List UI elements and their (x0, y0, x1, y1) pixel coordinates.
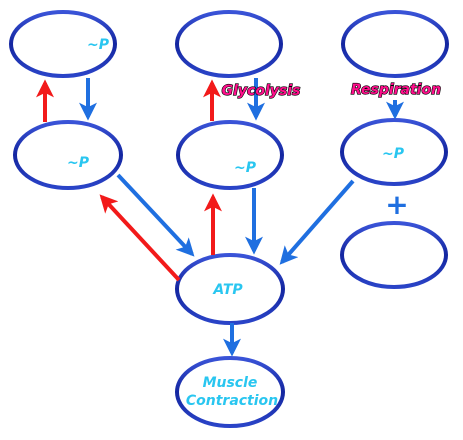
node-top-left: ~P (9, 10, 117, 78)
node-mid-left: ~P (13, 120, 123, 190)
node-atp: ATP (175, 253, 285, 325)
node-muscle-label-line2: Contraction (186, 393, 278, 409)
node-top-left-label: ~P (87, 37, 110, 53)
node-mid-center: ~P (176, 120, 284, 190)
node-top-right (341, 10, 449, 78)
node-mid-left-label: ~P (67, 155, 90, 171)
arrow-red-atp-to-midleft (99, 194, 181, 282)
arrow-blue-midleft-to-atp (116, 173, 195, 257)
respiration-label: Respiration (351, 82, 441, 98)
node-muscle-label-line1: Muscle (203, 375, 258, 391)
node-mid-right: ~P (340, 118, 448, 186)
arrow-blue-midright-to-atp (279, 179, 355, 265)
plus-sign: + (385, 188, 408, 221)
node-mid-right-label: ~P (382, 146, 405, 162)
node-muscle-contraction: Muscle Contraction (175, 356, 285, 428)
node-top-center (175, 10, 283, 78)
glycolysis-label: Glycolysis (222, 83, 301, 99)
node-mid-center-label: ~P (234, 160, 257, 176)
node-atp-label: ATP (212, 282, 243, 298)
node-bottom-right (340, 221, 448, 289)
